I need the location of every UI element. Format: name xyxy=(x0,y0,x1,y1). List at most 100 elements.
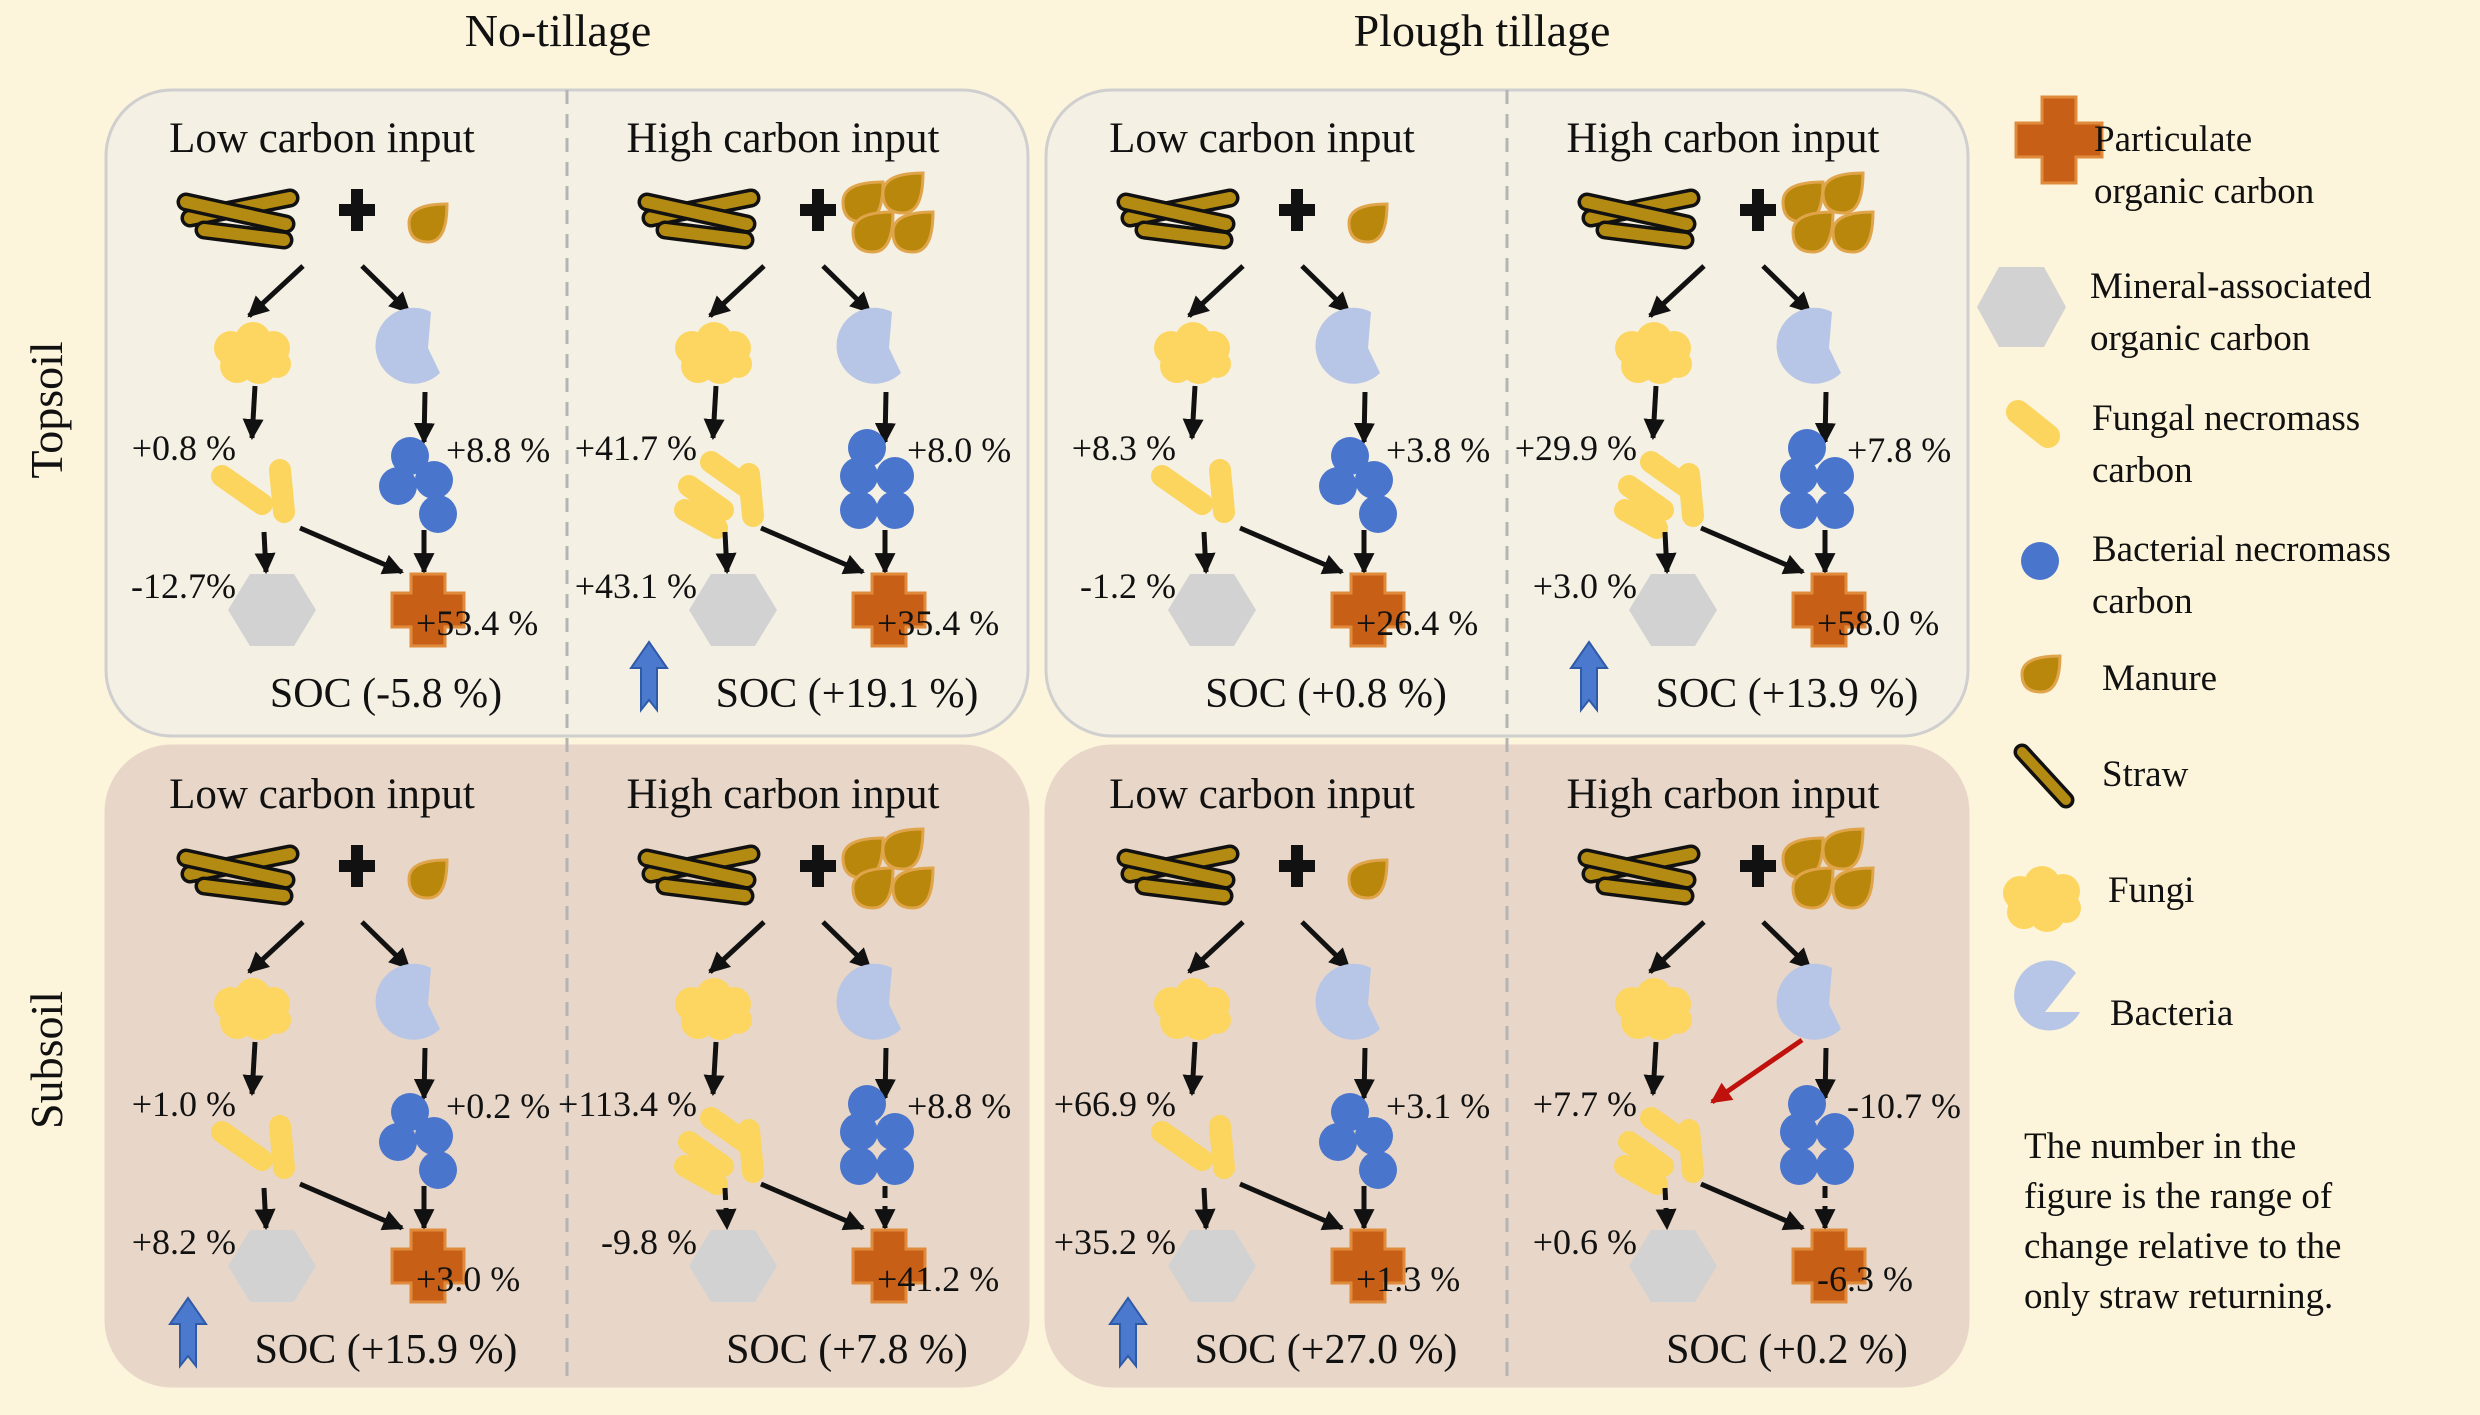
poc-change: +41.2 % xyxy=(877,1259,999,1299)
legend-label-maoc-line1: Mineral-associated xyxy=(2090,266,2372,307)
soc-change: SOC (+15.9 %) xyxy=(255,1327,518,1373)
arrow-to-maoc xyxy=(1655,531,1677,575)
arrow-fungal-to-poc xyxy=(299,1181,404,1231)
highlight-arrow xyxy=(1710,1037,1804,1105)
bacterial-necromass-icon xyxy=(379,1093,457,1189)
arrow-to-fungal-necromass xyxy=(1643,1041,1665,1097)
panel-1: Low carbon input+0.8 %+8.8 %-12.7%+53.4 … xyxy=(131,115,550,717)
arrow-to-fungal-necromass xyxy=(242,1041,264,1097)
poc-icon xyxy=(851,1228,927,1304)
arrow-to-fungal-necromass xyxy=(703,385,725,441)
poc-legend-icon xyxy=(2014,95,2104,185)
arrow-fungal-to-poc xyxy=(1239,1181,1344,1231)
poc-change: +58.0 % xyxy=(1817,603,1939,643)
arrow-to-bacteria xyxy=(1761,920,1812,970)
bacterial-necromass-icon xyxy=(840,429,914,529)
fungi-icon xyxy=(214,978,291,1040)
plus-icon xyxy=(1740,189,1776,231)
manure-icon xyxy=(1347,202,1389,244)
fungal-necromass-icon xyxy=(674,451,764,539)
maoc-change: +8.2 % xyxy=(132,1222,236,1262)
arrow-to-bacteria xyxy=(360,920,411,970)
bacteria-icon xyxy=(1776,963,1841,1040)
poc-change: +35.4 % xyxy=(877,603,999,643)
poc-change: +3.0 % xyxy=(416,1259,520,1299)
panel-title: High carbon input xyxy=(627,115,940,162)
poc-icon xyxy=(390,1228,466,1304)
poc-icon xyxy=(851,572,927,648)
bacterial-necromass-icon xyxy=(1780,1085,1854,1185)
bacteria-icon xyxy=(1315,963,1380,1040)
arrow-to-fungi xyxy=(708,264,766,318)
bacterial-necromass-legend-icon xyxy=(2021,542,2059,580)
maoc-icon xyxy=(228,574,316,646)
maoc-icon xyxy=(1168,574,1256,646)
arrow-to-fungi xyxy=(1648,920,1706,974)
arrow-to-fungal-necromass xyxy=(703,1041,725,1097)
bacterial-necromass-icon xyxy=(840,1085,914,1185)
arrow-to-fungal-necromass xyxy=(1182,1041,1204,1097)
fungi-icon xyxy=(1615,978,1692,1040)
fungal-necromass-change: +7.7 % xyxy=(1533,1084,1637,1124)
maoc-change: +43.1 % xyxy=(575,566,697,606)
panel-5: Low carbon input+1.0 %+0.2 %+8.2 %+3.0 %… xyxy=(132,771,551,1373)
legend-label-manure: Manure xyxy=(2102,658,2217,699)
bacterial-necromass-icon xyxy=(379,437,457,533)
poc-change: +1.3 % xyxy=(1356,1259,1460,1299)
maoc-icon xyxy=(689,1230,777,1302)
soc-change: SOC (+7.8 %) xyxy=(726,1327,968,1373)
poc-change: +53.4 % xyxy=(416,603,538,643)
straw-icon xyxy=(176,188,300,250)
arrow-fungal-to-poc xyxy=(760,1181,865,1231)
arrow-to-fungi xyxy=(708,920,766,974)
fungi-icon xyxy=(1154,322,1231,384)
poc-change: -6.3 % xyxy=(1817,1259,1913,1299)
fungal-necromass-change: +1.0 % xyxy=(132,1084,236,1124)
arrow-to-maoc xyxy=(715,1187,737,1231)
legend-item-manure: Manure xyxy=(2020,654,2217,699)
bacterial-necromass-icon xyxy=(1319,437,1397,533)
legend-label-maoc-line2: organic carbon xyxy=(2090,318,2310,359)
arrow-to-bacteria xyxy=(360,264,411,314)
bacterial-necromass-change: +8.0 % xyxy=(907,430,1011,470)
soc-change: SOC (-5.8 %) xyxy=(270,671,502,717)
bacterial-necromass-change: +7.8 % xyxy=(1847,430,1951,470)
legend-item-fungal-necromass: Fungal necromass carbon xyxy=(2006,398,2360,491)
straw-legend-icon-fill xyxy=(2017,747,2071,805)
poc-icon xyxy=(1791,572,1867,648)
manure-icon xyxy=(841,171,935,254)
fungal-necromass-icon xyxy=(674,1107,764,1195)
bacteria-icon xyxy=(1776,307,1841,384)
soc-increase-icon xyxy=(1569,640,1609,713)
straw-icon xyxy=(1577,188,1701,250)
fungi-icon xyxy=(675,322,752,384)
manure-icon xyxy=(1781,171,1875,254)
arrow-to-maoc xyxy=(1655,1187,1677,1231)
arrow-to-bacteria xyxy=(1300,264,1351,314)
column-title-no-tillage: No-tillage xyxy=(465,5,652,56)
arrow-to-bacteria xyxy=(1761,264,1812,314)
bacteria-icon xyxy=(1315,307,1380,384)
arrow-to-bacterial-necromass xyxy=(1353,1047,1375,1101)
panel-title: High carbon input xyxy=(627,771,940,818)
arrow-to-bacterial-necromass xyxy=(1814,1047,1836,1101)
fungal-necromass-change: +41.7 % xyxy=(575,428,697,468)
fungal-necromass-change: +0.8 % xyxy=(132,428,236,468)
arrow-to-maoc xyxy=(1194,531,1216,575)
fungal-necromass-change: +113.4 % xyxy=(558,1084,697,1124)
bacteria-icon xyxy=(375,307,440,384)
straw-icon xyxy=(176,844,300,906)
legend-item-bacteria: Bacteria xyxy=(2014,960,2233,1034)
panel-title: Low carbon input xyxy=(1109,115,1415,162)
fungi-icon xyxy=(1154,978,1231,1040)
plus-icon xyxy=(1279,845,1315,887)
column-title-plough-tillage: Plough tillage xyxy=(1354,5,1611,56)
bacterial-necromass-change: +3.8 % xyxy=(1386,430,1490,470)
maoc-change: +0.6 % xyxy=(1533,1222,1637,1262)
bacteria-icon xyxy=(375,963,440,1040)
plus-icon xyxy=(1279,189,1315,231)
maoc-icon xyxy=(1629,574,1717,646)
arrow-fungal-to-poc xyxy=(299,525,404,575)
panel-3: Low carbon input+8.3 %+3.8 %-1.2 %+26.4 … xyxy=(1072,115,1491,717)
